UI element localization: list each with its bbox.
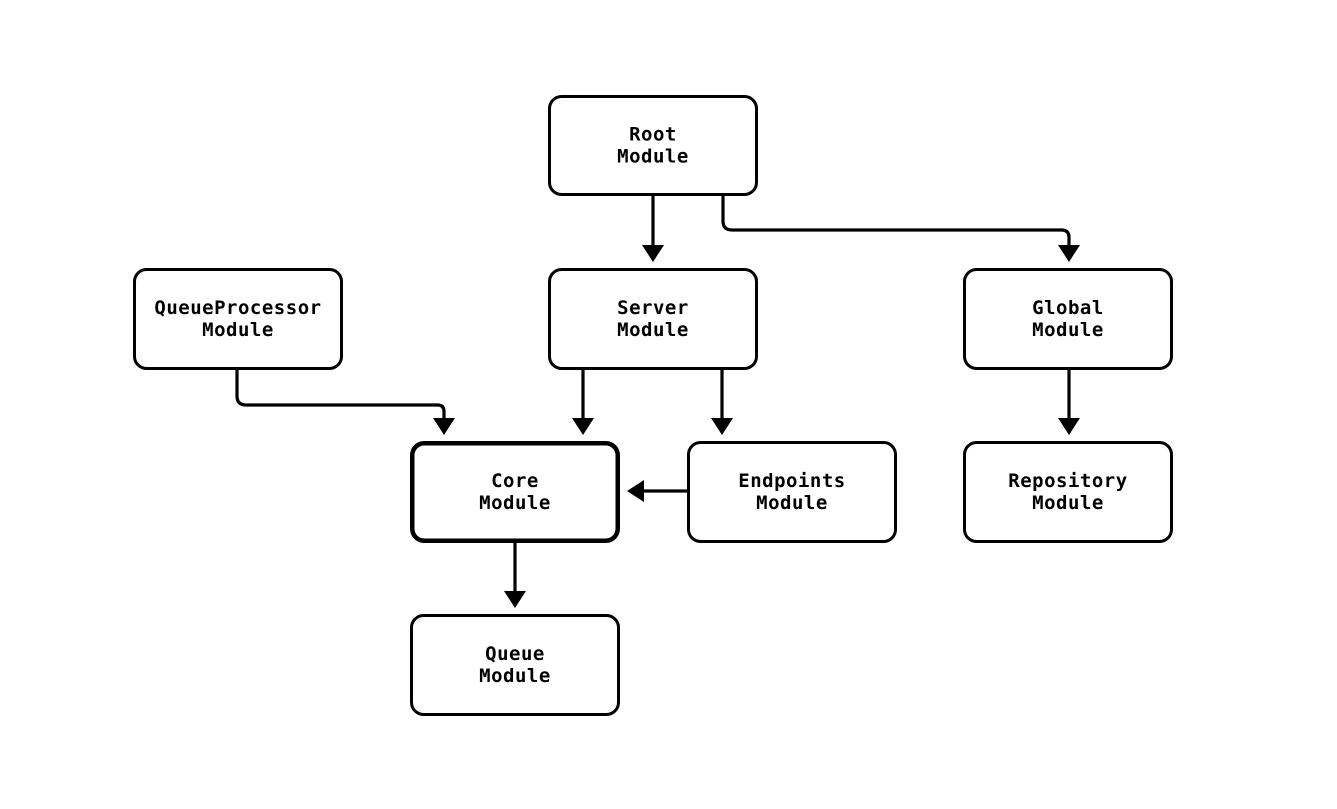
node-outline[interactable] (548, 268, 758, 370)
edge-arrowhead (1058, 245, 1080, 262)
edge-endpoints-to-core (627, 480, 687, 502)
node-outline[interactable] (548, 95, 758, 196)
edge-arrowhead (572, 418, 594, 435)
edge-line (235, 370, 446, 418)
edge-global-to-repository (1058, 370, 1080, 435)
node-outline[interactable] (410, 614, 620, 716)
edge-root-to-server (642, 196, 664, 262)
edge-root-to-global (721, 196, 1080, 262)
edges-layer (235, 196, 1080, 608)
edge-server-to-core (572, 370, 594, 435)
node-outline[interactable] (133, 268, 343, 370)
edge-core-to-queue (504, 543, 526, 608)
edge-queueprocessor-to-core (235, 370, 455, 435)
node-outline[interactable] (410, 441, 620, 543)
edge-arrowhead (504, 591, 526, 608)
edge-server-to-endpoints (711, 370, 733, 435)
node-outline[interactable] (963, 441, 1173, 543)
node-outline[interactable] (687, 441, 897, 543)
edge-arrowhead (711, 418, 733, 435)
edge-arrowhead (433, 418, 455, 435)
edge-line (721, 196, 1071, 245)
edge-arrowhead (1058, 418, 1080, 435)
node-outline[interactable] (963, 268, 1173, 370)
edge-arrowhead (642, 245, 664, 262)
edge-arrowhead (627, 480, 644, 502)
